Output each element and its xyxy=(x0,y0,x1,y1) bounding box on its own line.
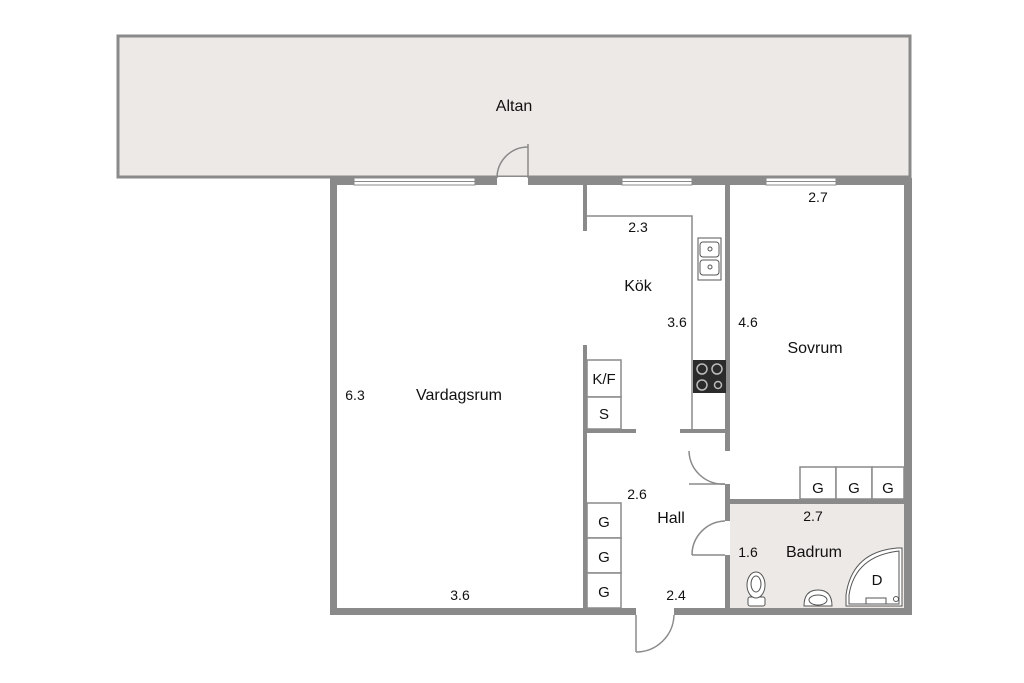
fixture-label-wardrobe: G xyxy=(598,514,610,531)
dim-sovrum-width: 2.7 xyxy=(808,189,828,205)
fixture-label-wardrobe: G xyxy=(598,584,610,601)
room-label-badrum: Badrum xyxy=(786,544,842,561)
room-label-altan: Altan xyxy=(496,98,532,115)
fixture-label-wardrobe: G xyxy=(598,549,610,566)
room-label-kok: Kök xyxy=(624,278,653,295)
fixture-label-wardrobe: G xyxy=(848,480,860,497)
balcony-area xyxy=(116,34,912,179)
dim-vardagsrum-width: 3.6 xyxy=(450,587,470,603)
dim-kok-width: 2.3 xyxy=(628,219,648,235)
fixture-label-shower: D xyxy=(872,572,883,589)
entrance-door xyxy=(635,614,675,653)
fixture-label-fridge-freezer: K/F xyxy=(592,371,615,388)
toilet-icon xyxy=(746,571,766,607)
dim-badrum-depth: 1.6 xyxy=(738,544,758,560)
dim-badrum-width: 2.7 xyxy=(803,508,823,524)
fixture-label-storage: S xyxy=(599,406,609,423)
outer-walls xyxy=(330,178,912,615)
bedroom-door xyxy=(688,450,726,485)
washbasin-icon xyxy=(803,589,833,607)
balcony-door xyxy=(496,144,529,180)
bedroom-wardrobes xyxy=(799,466,905,500)
fixture-label-wardrobe: G xyxy=(812,480,824,497)
room-label-hall: Hall xyxy=(657,510,685,527)
sink-icon xyxy=(697,237,722,281)
room-label-sovrum: Sovrum xyxy=(787,340,842,357)
stove-icon xyxy=(693,360,726,393)
dim-sovrum-depth: 4.6 xyxy=(738,314,758,330)
room-label-vardagsrum: Vardagsrum xyxy=(416,387,502,404)
hall-wardrobes xyxy=(586,502,622,609)
dim-vardagsrum-depth: 6.3 xyxy=(345,387,365,403)
bathroom-door xyxy=(691,520,726,556)
interior-walls xyxy=(583,185,904,608)
shower-icon xyxy=(845,547,903,607)
dim-kok-depth: 3.6 xyxy=(667,314,687,330)
dim-hall-depth: 2.6 xyxy=(627,486,647,502)
kitchen-counter xyxy=(587,215,693,429)
doors xyxy=(496,144,726,653)
kitchen-cabinets xyxy=(586,359,622,430)
dim-hall-width: 2.4 xyxy=(666,587,686,603)
fixture-label-wardrobe: G xyxy=(882,480,894,497)
